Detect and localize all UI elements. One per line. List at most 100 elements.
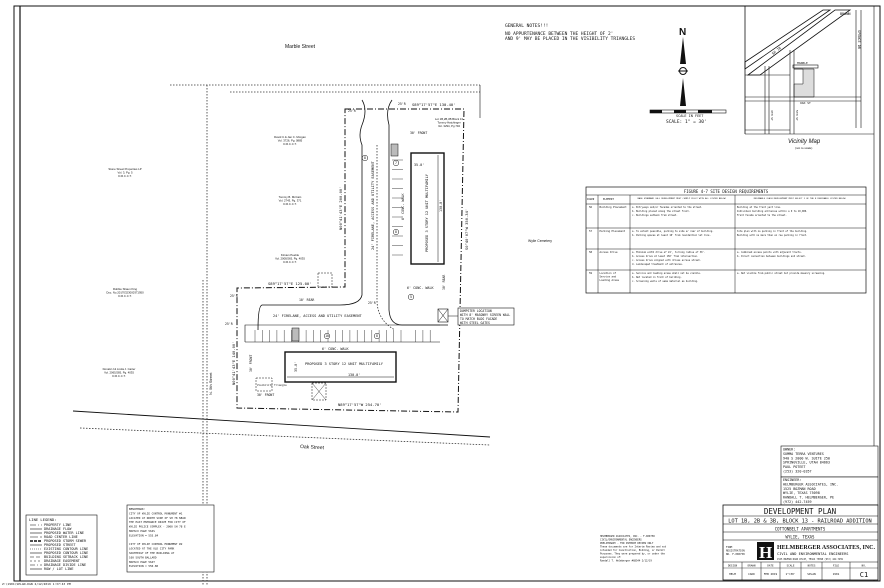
street-label-5th: N. 5th Street — [208, 372, 213, 395]
firm-address: 1525 BOZMAN ROAD WYLIE, TEXAS 75098 (972… — [777, 558, 844, 561]
legend-title: LINE LEGEND: — [29, 517, 56, 522]
benchmark-line: MAPSCO PAGE 564S — [129, 529, 155, 533]
firm-logo-letter: H — [759, 543, 772, 562]
parking-count: 10 — [325, 334, 329, 338]
table-cell-base: b. Access drive at least 150' from inter… — [632, 255, 698, 258]
property-boundary — [236, 108, 465, 413]
preliminary-line: intended for Construction, Bidding, or P… — [600, 549, 665, 552]
building-south: PROPOSED 3 STORY 12 UNIT MULTIFAMILY 35.… — [284, 351, 397, 383]
easement-label: 24' FIRELANE, ACCESS AND UTILITY EASEMEN… — [273, 314, 363, 318]
owner-line: PAUL POTEET — [783, 465, 805, 469]
table-title: FIGURE 4-7 SITE DESIGN REQUIREMENTS — [684, 189, 769, 194]
vicinity-street-label: SH 78 — [771, 46, 782, 56]
table-cell-base: a. Entryways and/or facades oriented to … — [632, 206, 703, 209]
dumpster-note-line: TO MATCH BLDG FACADE — [460, 317, 497, 321]
benchmark-line: WYLIE POLICE COMPLEX - 2000 SH 78 E — [129, 525, 186, 529]
table-header: ELEMENT — [603, 197, 614, 201]
title-field-label: DRAWN — [748, 564, 756, 568]
legend-item: ROAD CENTER LINE — [44, 535, 78, 539]
owner-line: OWNER: — [783, 448, 795, 452]
parking-count: 8 — [364, 156, 366, 160]
walk-label: 6' CONC. WALK — [407, 286, 434, 290]
table-cell-page: 58 — [589, 250, 593, 254]
table-cell-element: Parking Placement — [600, 229, 626, 233]
table-header: PAGE# — [587, 198, 595, 201]
benchmark-line: MAPSCO PAGE 564T — [129, 560, 155, 564]
scale-caption: SCALE IN FEET — [676, 114, 704, 118]
table-cell-base: a. Minimum width drive of 24', turning r… — [632, 251, 705, 254]
title-field-value: CADD — [748, 572, 755, 576]
table-cell-desirable: b. Direct connection between buildings a… — [737, 255, 806, 258]
preliminary-line: HELMBERGER ASSOCIATES, INC. - F-000758 — [600, 535, 655, 538]
setback-label: 30' FRONT — [410, 131, 427, 135]
neighbor-reference: D.R.C.C.T. — [112, 374, 126, 378]
notes-title: GENERAL NOTES!!! — [505, 23, 548, 29]
vicinity-street-label: MARBLE — [797, 61, 808, 65]
title-block: DEVELOPMENT PLAN LOT 1B, 2B & 3B, BLOCK … — [722, 504, 879, 581]
bearing-labels: S89°17'57"E 130.40' S0°40'07"W 350.34' N… — [231, 102, 469, 407]
benchmark-line: LOCATED AT NORTH SIDE OF SH 78 NEAR — [129, 516, 186, 520]
firm-logo — [757, 542, 774, 560]
legend-item: BUILDING SETBACK LINE — [44, 555, 88, 559]
notes-line: NO APPURTENANCE BETWEEN THE HEIGHT OF 2' — [505, 31, 613, 37]
vicinity-street-label: OAK ST — [800, 101, 811, 105]
dumpster-note-line: WITH 8' MASONRY SCREEN WALL — [460, 313, 510, 317]
legend-item: EXISTING CONTOUR LINE — [44, 547, 88, 551]
neighbor-name: Donald J.& Linda J. Carter — [103, 367, 136, 371]
radius-label: 25'R — [230, 294, 238, 298]
project-city: WYLIE, TEXAS — [786, 535, 815, 540]
engineer-line: RANDALL T. HELMBERGER, PE — [783, 496, 834, 500]
legend-item: DRAINAGE EASEMENT — [44, 559, 81, 563]
building-dimension: 35.0' — [294, 362, 298, 372]
setback-label: 30' REAR — [442, 275, 446, 290]
parking-count: 8 — [395, 230, 397, 234]
radius-label: 25'R — [398, 102, 406, 106]
table-header: DESIRABLE (EACH DEVELOPMENT MUST SELECT … — [754, 197, 847, 200]
neighbor-name: Tommy B. McCain — [279, 195, 302, 199]
scale-text: SCALE: 1" = 30' — [666, 119, 707, 125]
table-cell-desirable: a. Combined access points with adjacent … — [737, 251, 802, 254]
legend-item: PROPOSED STORM SEWER — [44, 539, 87, 543]
title-field-value: FEB 2019 — [764, 572, 778, 576]
parking-count-circle — [361, 154, 369, 162]
legend-item: PROPOSED WATER LINE — [44, 531, 84, 535]
north-arrow-icon: N — [678, 27, 688, 106]
walk-label: 6' CONC. WALK — [322, 347, 349, 351]
benchmark-line: ELEVATION = 555.84 — [129, 533, 159, 537]
dumpster-note-line: WITH STEEL GATES — [460, 321, 490, 325]
table-cell-base: b. Building placed along the street fron… — [632, 210, 690, 213]
legend-item: DRAINAGE DIVIDE LINE — [44, 563, 86, 567]
legend-item: PROPERTY LINE — [44, 523, 71, 527]
parking-count-circle — [392, 159, 400, 167]
walk-label: 6' CONC. WALK — [401, 193, 405, 220]
setback-label: 30' FRONT — [249, 355, 253, 372]
title-field-value: HELM — [729, 572, 736, 576]
preliminary-stamp: HELMBERGER ASSOCIATES, INC. - F-000758CI… — [600, 535, 667, 563]
neighbor-record: Vol. 2065/285, Pg. 4035 — [104, 371, 134, 375]
table-cell-base: a. Service and loading areas shall not b… — [632, 272, 701, 275]
street-label-marble: Marble Street — [285, 44, 316, 50]
benchmark-line: 100 SOUTH BALLARD — [129, 555, 157, 559]
title-field-value: SPLAN — [807, 572, 816, 576]
vicinity-map-title: Vicinity Map — [788, 139, 821, 145]
neighbor-name: Lot 1B,2B,3B Block 13 — [435, 117, 463, 121]
title-field-label: SCALE — [787, 564, 795, 568]
table-cell-base: d. Landscaped treatment of entrances. — [632, 263, 683, 266]
engineer-line: WYLIE, TEXAS 75098 — [783, 491, 820, 495]
legend-item: PROPOSED STREET — [44, 543, 77, 547]
benchmark-line: ELEVATION = 550.80 — [129, 564, 159, 568]
bearing-west-upper: N00°41'43"E 200.00' — [338, 187, 343, 230]
preliminary-line: Randall T. Helmberger #68544 2/12/19 — [600, 560, 652, 563]
sheet-title: DEVELOPMENT PLAN — [764, 507, 836, 516]
visibility-triangle — [255, 377, 273, 392]
owner-line: (253) 320-0357 — [783, 470, 812, 474]
radius-label: 25'R — [368, 301, 376, 305]
table-cell-desirable: Building at the front yard line. — [737, 206, 781, 209]
building-label: PROPOSED 3 STORY 12 UNIT MULTIFAMILY — [305, 362, 384, 366]
table-cell-desirable: a. Not visible from public street but pr… — [737, 272, 826, 275]
building-north: PROPOSED 3 STORY 12 UNIT MULTIFAMILY 35.… — [410, 152, 445, 265]
benchmark-line: CITY OF WYLIE CONTROL MONUMENT #1 — [129, 511, 183, 515]
